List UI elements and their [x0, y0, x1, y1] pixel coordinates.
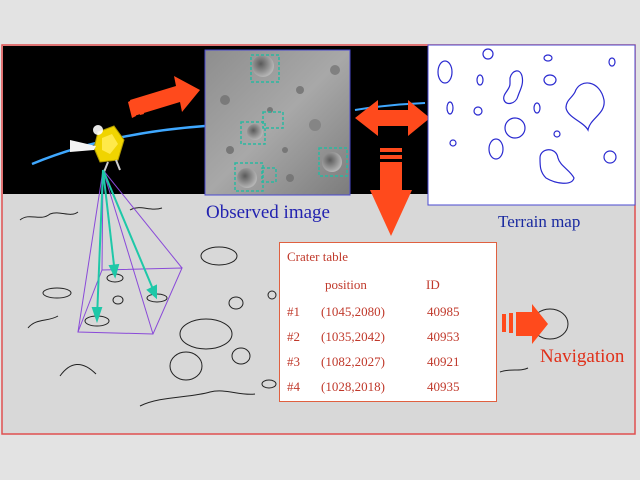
row-number: #1 — [287, 304, 300, 319]
crater-detection-box — [261, 167, 277, 183]
crater-detection-box — [240, 121, 266, 145]
lunar-surface-sketch — [19, 207, 569, 407]
line-of-sight — [91, 169, 157, 324]
crater-detection-box — [250, 54, 280, 83]
arrow-to-observed — [128, 76, 200, 118]
arrow-to-crater-table — [370, 148, 412, 236]
spacecraft-icon — [70, 125, 125, 173]
row-id: 40935 — [427, 379, 460, 394]
row-position: (1035,2042) — [321, 329, 385, 344]
row-id: 40953 — [427, 329, 460, 344]
crater-table: Crater table position ID #1 (1045,2080) … — [279, 242, 497, 402]
crater-table-header-position: position — [325, 277, 367, 292]
row-number: #4 — [287, 379, 300, 394]
row-position: (1082,2027) — [321, 354, 385, 369]
row-position: (1045,2080) — [321, 304, 385, 319]
orbit-path-extension — [354, 102, 426, 111]
observed-image-panel — [204, 49, 351, 196]
crater-detection-box — [234, 162, 264, 192]
crater-detection-box — [318, 147, 348, 177]
crater-detection-box — [262, 111, 284, 129]
terrain-map-panel — [427, 44, 636, 206]
row-id: 40985 — [427, 304, 460, 319]
row-number: #3 — [287, 354, 300, 369]
observed-image-label: Observed image — [206, 202, 330, 223]
terrain-map-label: Terrain map — [498, 212, 581, 231]
field-of-view — [77, 169, 183, 335]
row-position: (1028,2018) — [321, 379, 385, 394]
arrow-to-navigation — [502, 304, 548, 344]
row-id: 40921 — [427, 354, 460, 369]
row-number: #2 — [287, 329, 300, 344]
crater-table-title: Crater table — [287, 249, 348, 264]
double-arrow-match — [355, 100, 430, 136]
crater-table-header-id: ID — [426, 277, 440, 292]
navigation-label: Navigation — [540, 346, 625, 367]
